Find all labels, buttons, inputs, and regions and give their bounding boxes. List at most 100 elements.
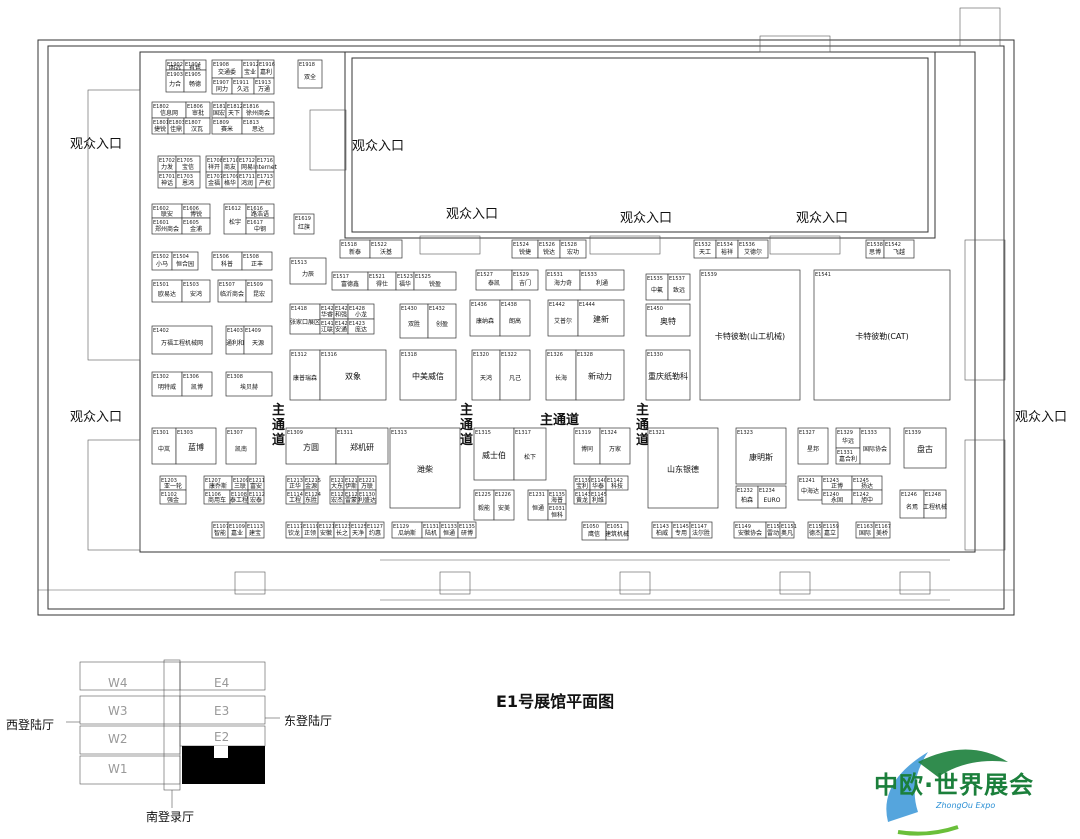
- booth-e1711[interactable]: E1711鸿润: [237, 171, 257, 189]
- booth-e1503[interactable]: E1503安鸿: [181, 279, 211, 303]
- booth-e1130[interactable]: E1130利盛达: [357, 489, 377, 505]
- booth-e1912[interactable]: E1912宝业: [241, 59, 259, 79]
- booth-e1501[interactable]: E1501欧易达: [151, 279, 183, 303]
- booth-e1534[interactable]: E1534裕祥: [715, 239, 739, 259]
- booth-e1502[interactable]: E1502小马: [151, 251, 173, 271]
- booth-e1806[interactable]: E1806审批: [185, 101, 211, 119]
- booth-e1155[interactable]: E1155德杰: [807, 521, 825, 539]
- booth-e1542[interactable]: E1542飞越: [883, 239, 915, 259]
- booth-e1606[interactable]: E1606博锐: [181, 203, 211, 219]
- booth-e1226[interactable]: E1226安美: [493, 489, 515, 521]
- booth-e1531[interactable]: E1531海力奇: [545, 269, 581, 291]
- booth-e1538[interactable]: E1538思博: [865, 239, 885, 259]
- booth-e1131[interactable]: E1131陆机: [421, 521, 441, 539]
- booth-e1135[interactable]: E1135海普: [547, 489, 567, 505]
- booth-e1517[interactable]: E1517富德鑫: [331, 271, 369, 291]
- booth-e1140[interactable]: E1140华泰: [589, 475, 607, 491]
- booth-e1234[interactable]: E1234EURO: [757, 485, 787, 509]
- booth-e1163[interactable]: E1163国际: [855, 521, 875, 539]
- booth-e1536[interactable]: E1536艾德尔: [737, 239, 769, 259]
- booth-e1145[interactable]: E1145利维: [589, 489, 607, 505]
- booth-e1112[interactable]: E1112宏泰: [247, 489, 265, 505]
- booth-e1528[interactable]: E1528宏功: [559, 239, 587, 259]
- booth-e1329[interactable]: E1329华远: [835, 427, 861, 449]
- booth-e1108[interactable]: E1108泰工程: [229, 489, 249, 505]
- booth-e1402[interactable]: E1402万福工程机械网: [151, 325, 213, 355]
- booth-e1129[interactable]: E1129瓜纳斯: [391, 521, 423, 539]
- booth-e1245[interactable]: E1245扬达: [851, 475, 883, 491]
- booth-e1231[interactable]: E1231恒通: [527, 489, 549, 521]
- booth-e1321[interactable]: E1321山东银德: [647, 427, 719, 509]
- booth-e1504[interactable]: E1504恒合园: [171, 251, 199, 271]
- booth-e1102[interactable]: E1102强金: [159, 489, 187, 505]
- booth-e1119[interactable]: E1119正领: [301, 521, 319, 539]
- booth-e1521[interactable]: E1521得仕: [367, 271, 397, 291]
- booth-e1143[interactable]: E1143黄龙: [573, 489, 591, 505]
- booth-e1535[interactable]: E1535中氟: [645, 273, 669, 301]
- booth-e1450[interactable]: E1450奥特: [645, 303, 691, 337]
- booth-e1316[interactable]: E1316双象: [319, 349, 387, 401]
- booth-e1421[interactable]: E1421安通: [333, 318, 351, 335]
- booth-e1248[interactable]: E1248工程机械: [923, 489, 947, 519]
- booth-e1801[interactable]: E1801捷锐: [151, 117, 169, 135]
- booth-e1242[interactable]: E1242旭中: [851, 489, 883, 505]
- booth-e1529[interactable]: E1529吉门: [511, 269, 539, 291]
- booth-e1151[interactable]: E1151奥凡: [779, 521, 797, 539]
- booth-e1525[interactable]: E1525锐盈: [413, 271, 457, 291]
- booth-e1913[interactable]: E1913万通: [253, 77, 275, 95]
- booth-e1526[interactable]: E1526锐达: [537, 239, 561, 259]
- booth-e1539[interactable]: E1539卡特彼勒(山工机械): [699, 269, 801, 401]
- booth-e1803[interactable]: E1803佳鼎: [167, 117, 185, 135]
- booth-e1311[interactable]: E1311郑机研: [335, 427, 389, 465]
- booth-e1420[interactable]: E1420华睿: [319, 303, 337, 320]
- booth-e1908[interactable]: E1908交通委: [211, 59, 243, 79]
- booth-e1241[interactable]: E1241中海达: [797, 475, 823, 501]
- booth-e1315[interactable]: E1315威士伯: [473, 427, 515, 481]
- booth-e1532[interactable]: E1532天工: [693, 239, 717, 259]
- booth-e1124[interactable]: E1124东胜: [303, 489, 321, 505]
- booth-e1506[interactable]: E1506科普: [211, 251, 243, 271]
- booth-e1145[interactable]: E1145专用: [671, 521, 691, 539]
- booth-e1507[interactable]: E1507临沂商会: [217, 279, 247, 303]
- booth-e1246[interactable]: E1246名焉: [899, 489, 925, 519]
- booth-e1240[interactable]: E1240永固: [821, 489, 853, 505]
- booth-e1128[interactable]: E1128雷蒙: [343, 489, 361, 505]
- booth-e1601[interactable]: E1601郑州商会: [151, 217, 183, 235]
- booth-e1816[interactable]: E1816徐州商会: [241, 101, 275, 119]
- booth-e1903[interactable]: E1903力合: [165, 69, 185, 93]
- booth-e1423[interactable]: E1423庞达: [347, 318, 375, 335]
- booth-e1320[interactable]: E1320天鸿: [471, 349, 501, 401]
- booth-e1509[interactable]: E1509昆宏: [245, 279, 273, 303]
- booth-e1508[interactable]: E1508正丰: [241, 251, 273, 271]
- booth-e1716[interactable]: E1716Internet: [253, 155, 278, 173]
- booth-e1114[interactable]: E1114工程: [285, 489, 305, 505]
- booth-e1207[interactable]: E1207康乔斯: [203, 475, 233, 491]
- booth-e1918[interactable]: E1918双全: [297, 59, 323, 89]
- booth-e1127[interactable]: E1127约惠: [365, 521, 385, 539]
- booth-e1533[interactable]: E1533利通: [579, 269, 625, 291]
- booth-e1524[interactable]: E1524锐捷: [511, 239, 539, 259]
- booth-e1301[interactable]: E1301中岚: [151, 427, 177, 465]
- booth-e1211[interactable]: E1211富安: [247, 475, 265, 491]
- booth-e1159[interactable]: E1159嘉立: [821, 521, 839, 539]
- booth-e1327[interactable]: E1327星邦: [797, 427, 829, 465]
- booth-e1125[interactable]: E1125天净: [349, 521, 367, 539]
- booth-e1809[interactable]: E1809赛米: [211, 117, 243, 135]
- booth-e1617[interactable]: E1617中钢: [245, 217, 275, 235]
- booth-e1113[interactable]: E1113建宝: [245, 521, 265, 539]
- booth-e1302[interactable]: E1302明特威: [151, 371, 183, 397]
- booth-e1167[interactable]: E1167美桥: [873, 521, 891, 539]
- booth-e1149[interactable]: E1149安徽协会: [733, 521, 767, 539]
- booth-e1709[interactable]: E1709格华: [221, 171, 239, 189]
- booth-e1306[interactable]: E1306凯博: [181, 371, 213, 397]
- booth-e1541[interactable]: E1541卡特彼勒(CAT): [813, 269, 951, 401]
- booth-e1107[interactable]: E1107智能: [211, 521, 229, 539]
- booth-e1117[interactable]: E1117钦龙: [285, 521, 303, 539]
- booth-e1209[interactable]: E1209三联: [231, 475, 249, 491]
- booth-e1319[interactable]: E1319博同: [573, 427, 601, 465]
- booth-e1602[interactable]: E1602联安: [151, 203, 183, 219]
- booth-e1318[interactable]: E1318中美威信: [399, 349, 457, 401]
- booth-e1701[interactable]: E1701神话: [157, 171, 177, 189]
- booth-e1326[interactable]: E1326长海: [545, 349, 577, 401]
- booth-e1807[interactable]: E1807汉瓦: [183, 117, 211, 135]
